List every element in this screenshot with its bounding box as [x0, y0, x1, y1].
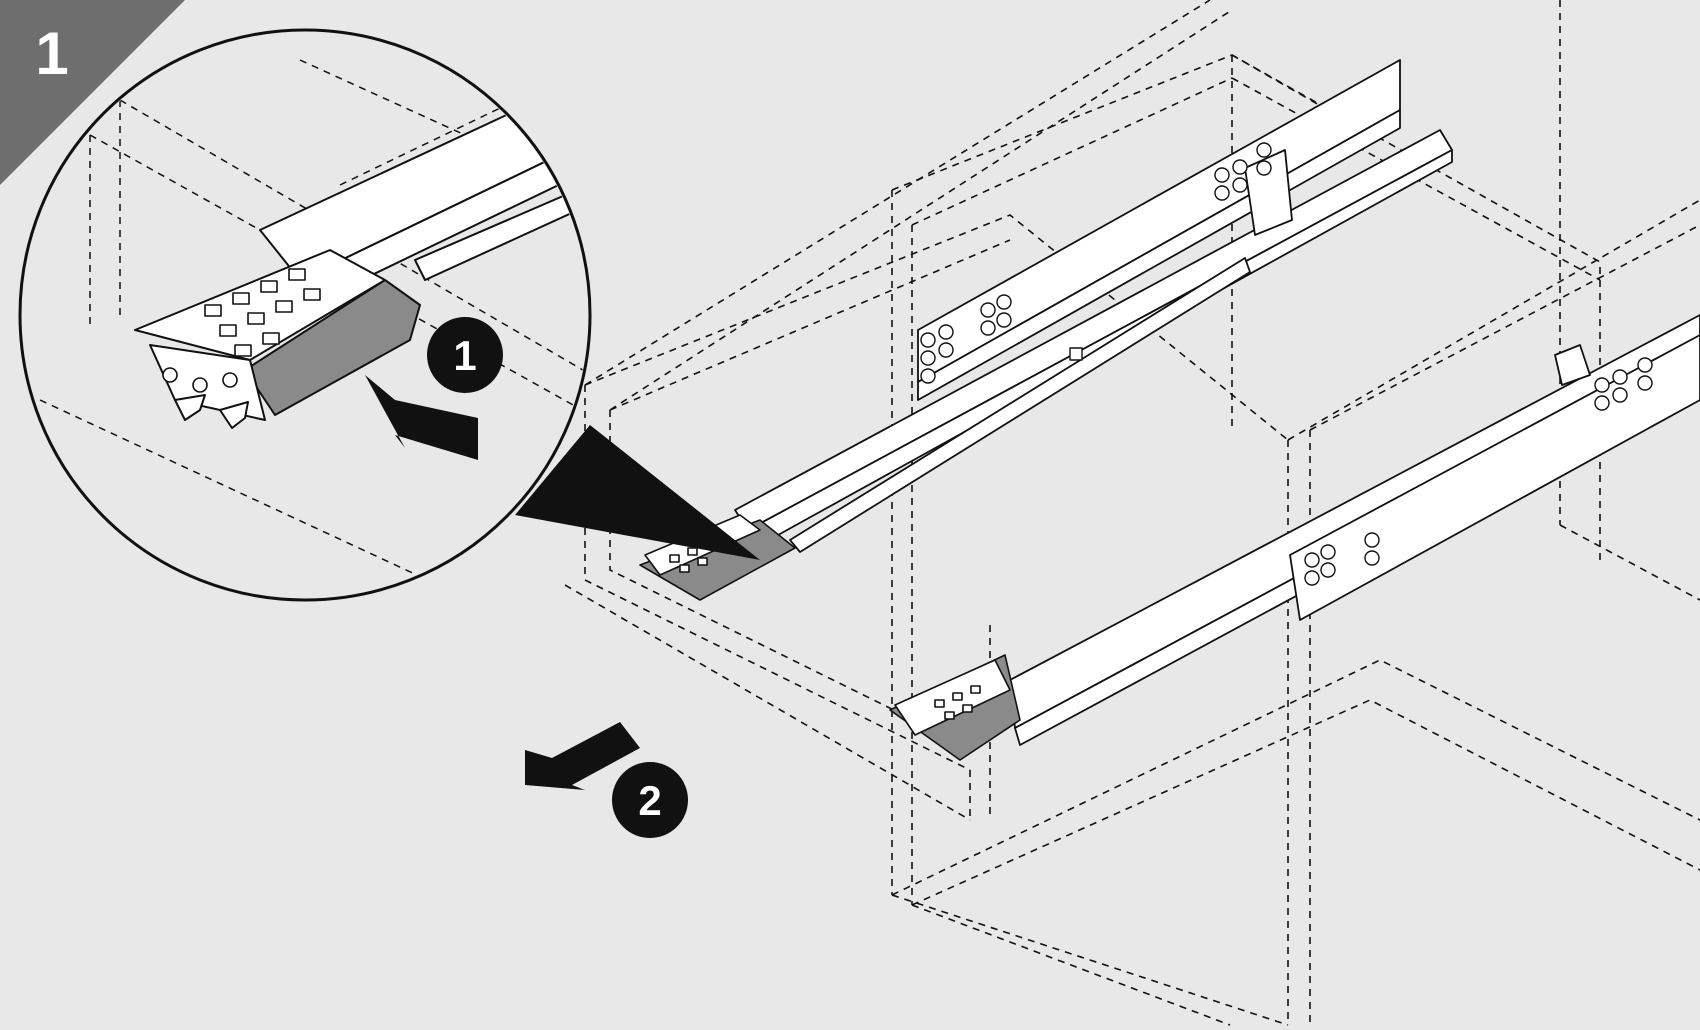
callout-label-2: 2 [638, 777, 661, 824]
cabinet-outline [564, 0, 1700, 1026]
callout-label-1: 1 [453, 332, 476, 379]
magnifier-pointer [515, 425, 760, 560]
pull-arrow-icon [525, 722, 640, 790]
step-tab: 1 [0, 0, 185, 185]
lower-runner [1009, 314, 1700, 746]
upper-runner [734, 59, 1453, 553]
callout-badge-1: 1 [427, 317, 503, 393]
step-number: 1 [35, 20, 68, 87]
callout-badge-2: 2 [612, 762, 688, 838]
push-arrow-icon [365, 375, 478, 460]
detail-magnifier [18, 28, 592, 602]
locking-clip-lower [889, 654, 1021, 761]
